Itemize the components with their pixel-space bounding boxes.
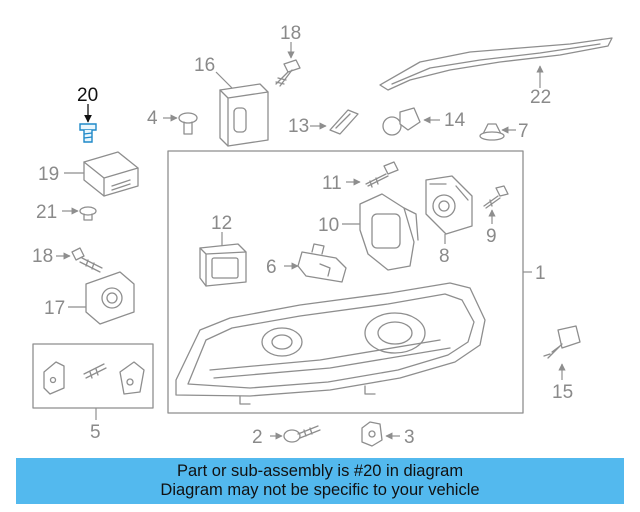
motor-6	[297, 243, 347, 283]
callout-14: 14	[444, 110, 466, 131]
callout-10: 10	[318, 215, 339, 236]
bulb-15	[543, 325, 581, 359]
callout-9: 9	[486, 226, 497, 247]
ballast-12	[199, 243, 247, 287]
callout-7: 7	[518, 121, 529, 142]
projector-module-8	[425, 175, 473, 235]
banner-line-1: Part or sub-assembly is #20 in diagram	[176, 462, 464, 480]
callout-12: 12	[211, 213, 232, 234]
callout-22: 22	[530, 87, 551, 108]
callout-4-text: 4	[147, 108, 158, 129]
cap-7	[479, 123, 505, 141]
clip-13	[329, 109, 359, 135]
callout-19: 19	[38, 164, 59, 185]
callout-2: 2	[252, 427, 263, 448]
callout-3: 3	[404, 427, 415, 448]
bolt-2	[283, 425, 321, 443]
callout-15: 15	[552, 382, 573, 403]
callout-6: 6	[266, 257, 277, 278]
projector-bracket-10	[359, 193, 419, 271]
kit-box-5	[32, 343, 154, 409]
clip-nut-3	[361, 421, 383, 447]
callout-1: 1	[535, 263, 546, 284]
headlamp-housing	[175, 282, 486, 405]
screw-20	[79, 123, 97, 143]
igniter-17	[85, 271, 135, 325]
trim-strip	[379, 37, 613, 91]
control-module	[219, 83, 269, 147]
info-banner: Part or sub-assembly is #20 in diagram D…	[16, 458, 624, 504]
banner-line-2: Diagram may not be specific to your vehi…	[160, 481, 480, 499]
bulb-14	[382, 107, 421, 136]
callout-5: 5	[90, 422, 101, 443]
bracket-kit	[43, 361, 145, 395]
bolt-11	[365, 161, 399, 188]
callout-13: 13	[288, 116, 309, 137]
callout-16: 16	[194, 55, 215, 76]
bolt-9	[483, 185, 509, 209]
screw-21	[79, 206, 97, 221]
module-19	[83, 151, 139, 197]
callout-20: 20	[77, 85, 98, 106]
bolt-18-left	[71, 247, 103, 273]
callout-18-top: 18	[280, 23, 301, 44]
callout-18-left: 18	[32, 246, 53, 267]
callout-17: 17	[44, 298, 65, 319]
screw-4	[178, 112, 198, 135]
bolt-18-top	[275, 59, 301, 87]
callout-11: 11	[322, 173, 342, 194]
callout-21: 21	[36, 202, 57, 223]
assembly-frame	[167, 150, 524, 414]
callout-8: 8	[439, 246, 450, 267]
